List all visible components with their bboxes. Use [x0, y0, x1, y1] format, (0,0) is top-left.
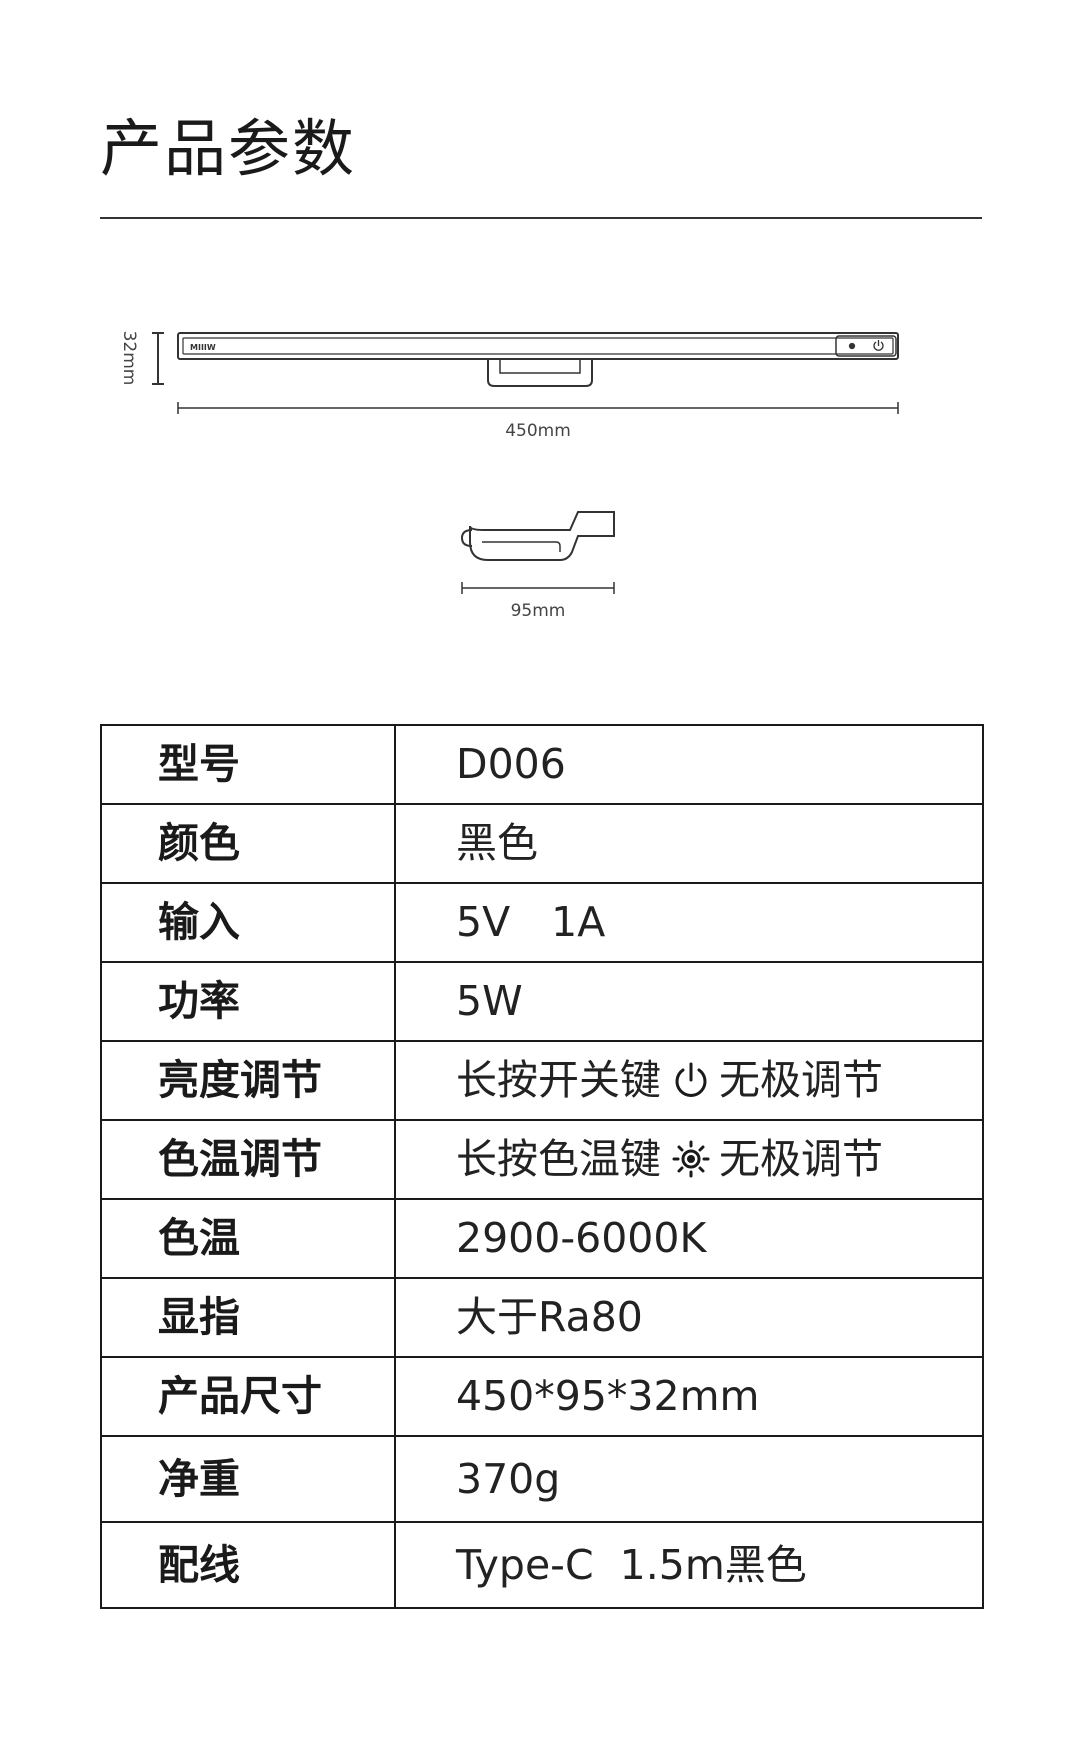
spec-key: 色温调节 — [100, 1119, 396, 1200]
title-divider — [100, 217, 982, 219]
spec-value: 2900-6000K — [394, 1198, 984, 1279]
spec-key: 显指 — [100, 1277, 396, 1358]
spec-key: 型号 — [100, 724, 396, 805]
front-view — [152, 332, 899, 414]
spec-table: 型号 D006 颜色 黑色 输入 5V 1A 功率 5W 亮度调节 长按开关键 … — [100, 724, 984, 1609]
bar-panel-icons — [848, 340, 884, 351]
spec-row-color-temp-adjust: 色温调节 长按色温键 无极调节 — [100, 1119, 984, 1200]
spec-value: 450*95*32mm — [394, 1356, 984, 1437]
spec-value-text: 无极调节 — [719, 1135, 883, 1183]
brand-mark: MIIIW — [190, 343, 216, 352]
spec-key: 色温 — [100, 1198, 396, 1279]
spec-value-text: 无极调节 — [719, 1056, 883, 1104]
spec-row-cable: 配线 Type-C 1.5m黑色 — [100, 1521, 984, 1609]
spec-key: 产品尺寸 — [100, 1356, 396, 1437]
spec-key: 亮度调节 — [100, 1040, 396, 1121]
spec-value: D006 — [394, 724, 984, 805]
spec-row-input: 输入 5V 1A — [100, 882, 984, 963]
side-view — [460, 511, 615, 594]
height-label: 32mm — [119, 331, 139, 386]
spec-key: 颜色 — [100, 803, 396, 884]
spec-value-text: 长按色温键 — [456, 1135, 661, 1183]
spec-value: 长按开关键 无极调节 — [394, 1040, 984, 1121]
spec-value: 黑色 — [394, 803, 984, 884]
spec-value-text: 长按开关键 — [456, 1056, 661, 1104]
spec-value: 长按色温键 无极调节 — [394, 1119, 984, 1200]
length-label: 450mm — [505, 421, 571, 441]
spec-row-cri: 显指 大于Ra80 — [100, 1277, 984, 1358]
spec-value: 5W — [394, 961, 984, 1042]
sun-icon — [672, 1140, 710, 1178]
spec-row-brightness: 亮度调节 长按开关键 无极调节 — [100, 1040, 984, 1121]
spec-value: 大于Ra80 — [394, 1277, 984, 1358]
spec-row-color-temp: 色温 2900-6000K — [100, 1198, 984, 1279]
spec-row-power: 功率 5W — [100, 961, 984, 1042]
page-title: 产品参数 — [100, 112, 357, 185]
spec-key: 净重 — [100, 1435, 396, 1523]
spec-value: 5V 1A — [394, 882, 984, 963]
spec-key: 配线 — [100, 1521, 396, 1609]
spec-key: 输入 — [100, 882, 396, 963]
power-icon — [675, 1062, 707, 1097]
spec-row-weight: 净重 370g — [100, 1435, 984, 1523]
product-dimension-drawing: MIIIW 32mm 450mm 95mm — [119, 331, 899, 621]
spec-key: 功率 — [100, 961, 396, 1042]
spec-row-size: 产品尺寸 450*95*32mm — [100, 1356, 984, 1437]
spec-value: Type-C 1.5m黑色 — [394, 1521, 984, 1609]
spec-row-model: 型号 D006 — [100, 724, 984, 805]
spec-row-color: 颜色 黑色 — [100, 803, 984, 884]
depth-label: 95mm — [511, 601, 566, 621]
spec-value: 370g — [394, 1435, 984, 1523]
